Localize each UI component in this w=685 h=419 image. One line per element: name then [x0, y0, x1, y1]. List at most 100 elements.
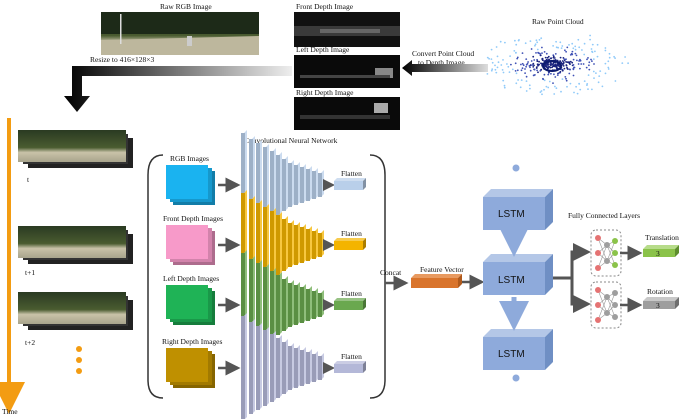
left-depth-label: Left Depth Image: [296, 45, 350, 54]
right-depth-label: Right Depth Image: [296, 88, 354, 97]
fc-networks: [590, 229, 622, 329]
frame-stack-t2: [18, 292, 133, 330]
feature-vector-label: Feature Vector: [420, 265, 464, 274]
conv-layer-0-2: [256, 143, 260, 227]
raw-rgb-image: [101, 12, 259, 55]
raw-point-cloud: [482, 34, 629, 96]
conv-layer-3-4: [270, 334, 274, 402]
conv-layer-3-2: [256, 326, 260, 410]
conv-layer-0-4: [270, 151, 274, 219]
frame-stack-t1: [18, 226, 133, 264]
t-label-2: t+2: [25, 338, 35, 347]
cnn-title: Convolutional Neural Network: [244, 136, 338, 145]
flatten-label-1: Flatten: [341, 229, 362, 238]
conv-layer-1-4: [270, 211, 274, 279]
time-label: Time: [2, 407, 18, 416]
conv-layer-2-12: [318, 293, 322, 317]
convert-label-2: to Depth Image: [418, 58, 465, 67]
conv-layer-1-7: [288, 223, 292, 267]
lstm-box-bottom: [483, 329, 553, 370]
lstm-label-middle: LSTM: [498, 275, 525, 286]
rotation-dim: 3: [656, 301, 660, 310]
conv-layer-3-12: [318, 356, 322, 380]
left-bracket: [147, 154, 164, 399]
translation-output: [643, 245, 679, 257]
conv-layer-3-6: [282, 342, 286, 394]
feature-vector: [411, 274, 462, 288]
conv-layer-2-4: [270, 271, 274, 339]
frame-stack-t: [18, 130, 133, 168]
input-image-1: [166, 225, 208, 259]
lstm-to-fc-top: [553, 243, 591, 280]
conv-layer-2-9: [300, 287, 304, 323]
conv-layer-0-7: [288, 163, 292, 207]
conv-layer-0-5: [276, 155, 280, 215]
more-frames-dots: [76, 346, 82, 374]
resize-arrow: [64, 66, 292, 112]
flatten-label-2: Flatten: [341, 289, 362, 298]
conv-layer-2-10: [306, 289, 310, 321]
flatten-label-3: Flatten: [341, 352, 362, 361]
conv-layer-3-0: [241, 316, 245, 419]
conv-layer-1-1: [249, 199, 253, 291]
input-image-3: [166, 348, 208, 382]
rotation-output: [643, 297, 679, 309]
conv-layer-2-2: [256, 263, 260, 347]
conv-layer-3-5: [276, 338, 280, 398]
conv-layer-0-1: [249, 139, 253, 231]
flatten-vector-1: [334, 241, 363, 250]
input-label-2: Left Depth Images: [163, 274, 219, 283]
conv-layer-3-10: [306, 352, 310, 384]
input-image-2: [166, 285, 208, 319]
conv-layer-1-8: [294, 225, 298, 265]
conv-layer-0-8: [294, 165, 298, 205]
lstm-label-bottom: LSTM: [498, 349, 525, 360]
concat-label: Concat: [380, 268, 402, 277]
lstm-box-top: [483, 189, 553, 230]
fc-network-0: [590, 229, 622, 277]
front-depth-label: Front Depth Image: [296, 2, 354, 11]
resize-label: Resize to 416×128×3: [90, 55, 155, 64]
conv-layer-1-0: [241, 193, 245, 297]
right-depth-image: [294, 97, 400, 130]
conv-layer-2-0: [241, 253, 245, 357]
conv-layer-2-8: [294, 285, 298, 325]
conv-layer-3-8: [294, 348, 298, 388]
conv-layer-1-9: [300, 227, 304, 263]
t-label-0: t: [27, 175, 30, 184]
raw-point-cloud-label: Raw Point Cloud: [532, 17, 584, 26]
lstm-column: LSTM LSTM LSTM: [483, 164, 553, 382]
conv-layer-0-6: [282, 159, 286, 211]
translation-dim: 3: [656, 249, 660, 258]
conv-layer-2-6: [282, 279, 286, 331]
conv-layer-0-10: [306, 169, 310, 201]
input-label-3: Right Depth Images: [162, 337, 222, 346]
conv-layer-1-3: [263, 207, 267, 283]
conv-layer-0-0: [241, 133, 245, 237]
conv-layer-1-6: [282, 219, 286, 271]
lstm-to-fc-bottom: [570, 278, 591, 313]
convert-arrow: [402, 60, 488, 76]
conv-layer-3-9: [300, 350, 304, 386]
conv-layer-2-7: [288, 283, 292, 327]
conv-layer-2-11: [312, 291, 316, 319]
conv-layer-0-11: [312, 171, 316, 199]
t-label-1: t+1: [25, 268, 35, 277]
conv-layer-1-2: [256, 203, 260, 287]
conv-layer-0-12: [318, 173, 322, 197]
rotation-label: Rotation: [647, 287, 673, 296]
conv-layer-2-5: [276, 275, 280, 335]
conv-layer-3-7: [288, 346, 292, 390]
flatten-vector-2: [334, 301, 363, 310]
conv-layer-2-3: [263, 267, 267, 343]
flatten-vector-0: [334, 181, 363, 190]
conv-layer-1-10: [306, 229, 310, 261]
right-bracket: [369, 154, 386, 399]
input-image-0: [166, 165, 208, 199]
fc-title: Fully Connected Layers: [568, 211, 640, 220]
conv-layer-2-1: [249, 259, 253, 351]
